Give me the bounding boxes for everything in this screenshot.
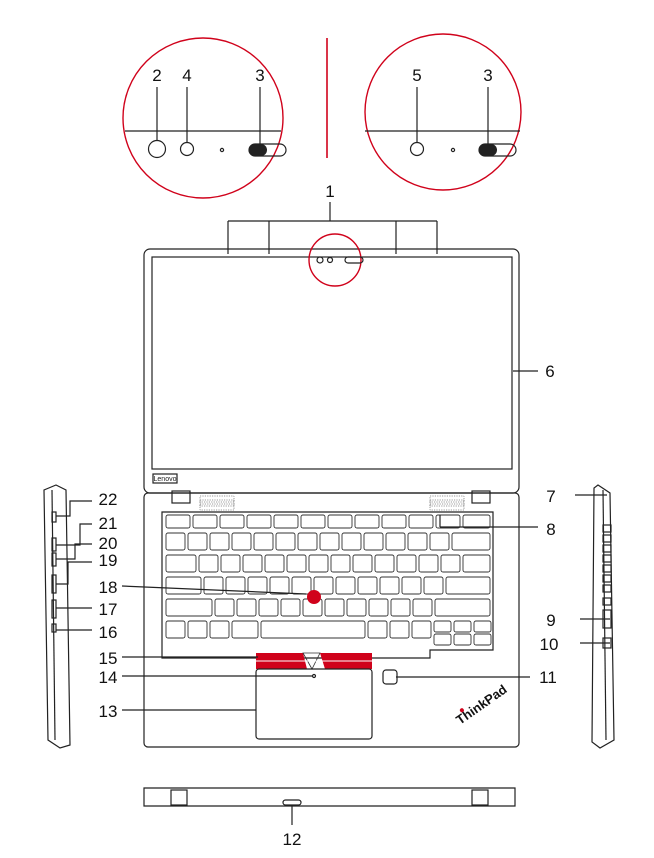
callout-10: 10 bbox=[540, 635, 559, 654]
callout-8: 8 bbox=[546, 520, 555, 539]
callout-3-right: 3 bbox=[483, 66, 492, 85]
left-port-1 bbox=[51, 511, 57, 523]
callout-22: 22 bbox=[99, 490, 118, 509]
audio-jack bbox=[51, 623, 57, 633]
keyboard-row-home bbox=[165, 576, 491, 595]
lenovo-logo-text: Lenovo bbox=[154, 476, 177, 483]
left-side-view bbox=[43, 484, 71, 749]
keyboard-row-number bbox=[165, 532, 491, 551]
trackpoint-buttons[interactable] bbox=[256, 652, 372, 670]
fingerprint-reader[interactable] bbox=[382, 669, 398, 685]
callout-7: 7 bbox=[546, 487, 555, 506]
callout-6: 6 bbox=[545, 362, 554, 381]
callout-4: 4 bbox=[182, 66, 191, 85]
trackpad[interactable] bbox=[255, 668, 373, 740]
keyboard-row-function bbox=[165, 514, 491, 529]
callout-14: 14 bbox=[99, 668, 118, 687]
camera-status-light bbox=[450, 147, 456, 153]
callout-12: 12 bbox=[283, 830, 302, 849]
hdmi-port bbox=[51, 599, 57, 619]
right-side-view bbox=[591, 484, 615, 749]
hinge-left bbox=[171, 490, 191, 504]
camera-lens-icon bbox=[409, 141, 425, 157]
callout-5: 5 bbox=[412, 66, 421, 85]
trackpoint[interactable] bbox=[307, 590, 321, 604]
screen bbox=[151, 256, 513, 470]
usb-c-port-2 bbox=[51, 552, 57, 567]
lenovo-logo bbox=[152, 473, 178, 484]
keyboard-row-top-alpha bbox=[165, 554, 491, 573]
thinkpad-logo: ThinkPad bbox=[453, 682, 510, 728]
microphone-callout: 1 bbox=[227, 182, 438, 254]
usb-c-port-1 bbox=[51, 537, 57, 552]
keyboard-row-bottom-alpha bbox=[165, 598, 491, 617]
front-view bbox=[143, 787, 516, 807]
callout-1: 1 bbox=[325, 182, 334, 201]
callout-16: 16 bbox=[99, 623, 118, 642]
privacy-shutter-slider bbox=[479, 144, 497, 156]
camera-zoom-right: 5 3 bbox=[364, 33, 522, 191]
callout-21: 21 bbox=[99, 514, 118, 533]
callout-20: 20 bbox=[99, 534, 118, 553]
callout-9: 9 bbox=[546, 611, 555, 630]
usb-a-port-left bbox=[51, 574, 57, 594]
camera-lens-icon bbox=[147, 139, 167, 159]
callout-2: 2 bbox=[152, 66, 161, 85]
keyboard-row-space bbox=[165, 620, 492, 646]
callout-11: 11 bbox=[539, 668, 557, 687]
hinge-right bbox=[471, 490, 491, 504]
privacy-shutter-slider bbox=[249, 144, 267, 156]
camera-highlight-circle bbox=[308, 233, 362, 287]
camera-zoom-left: 2 4 3 bbox=[122, 37, 287, 199]
infrared-camera-icon bbox=[179, 141, 195, 157]
laptop-base: ThinkPad bbox=[143, 492, 520, 748]
front-status-light bbox=[282, 799, 302, 806]
keyboard bbox=[161, 511, 494, 659]
speaker-grill-right bbox=[429, 495, 465, 511]
speaker-grill-left bbox=[199, 495, 235, 511]
display-lid: Lenovo 6 bbox=[143, 233, 555, 494]
callout-13: 13 bbox=[99, 702, 118, 721]
spacebar[interactable] bbox=[260, 620, 366, 639]
camera-status-light bbox=[219, 147, 225, 153]
callout-3-left: 3 bbox=[255, 66, 264, 85]
thinkpad-logo-text: ThinkPad bbox=[453, 682, 510, 728]
callout-19: 19 bbox=[99, 551, 118, 570]
callout-17: 17 bbox=[99, 600, 118, 619]
callout-18: 18 bbox=[99, 578, 118, 597]
callout-15: 15 bbox=[99, 649, 118, 668]
